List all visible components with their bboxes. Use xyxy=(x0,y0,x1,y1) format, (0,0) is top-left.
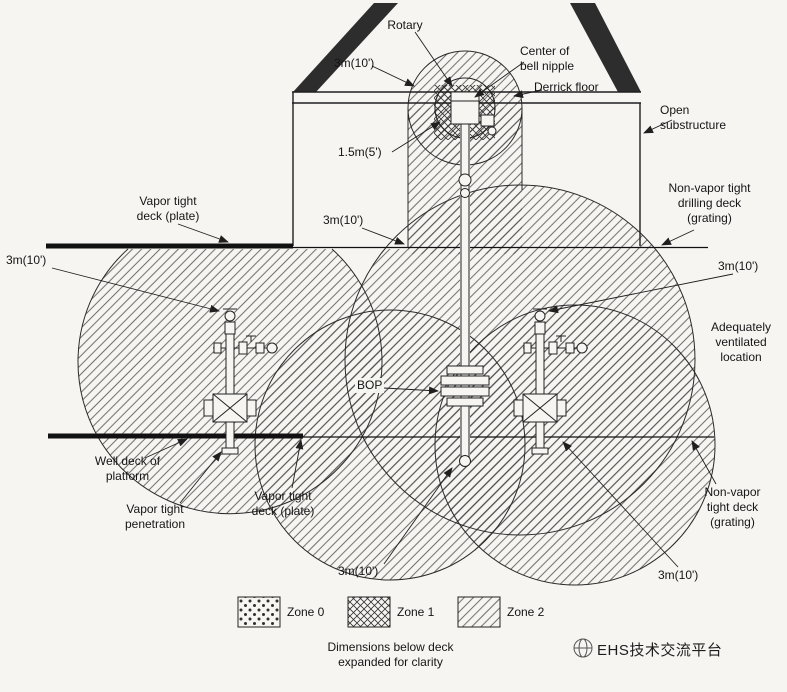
watermark-text: EHS技术交流平台 xyxy=(597,642,723,659)
leader-3m-mid xyxy=(361,227,405,245)
tool-joint xyxy=(460,188,470,198)
drill-string xyxy=(440,124,490,467)
label-open-substructure: Open substructure xyxy=(660,103,727,132)
zone1-swatch xyxy=(347,596,391,628)
zone0-swatch xyxy=(237,596,281,628)
dimension-1-5m: 1.5m(5') xyxy=(338,145,382,159)
label-vapor-tight-penetration: Vapor tight penetration xyxy=(124,502,186,531)
leader-3m-bottom-center xyxy=(383,467,453,565)
leader-3m-right xyxy=(548,273,734,314)
legend-swatches xyxy=(237,596,501,628)
dimension-3m-right: 3m(10') xyxy=(718,259,759,273)
zone2-outline xyxy=(77,50,716,586)
leader-open-substructure xyxy=(643,119,673,134)
label-vapor-tight-deck-lower: Vapor tight deck (plate) xyxy=(251,489,315,518)
leader-derrick-floor xyxy=(513,89,543,99)
leader-lines xyxy=(51,31,734,568)
leader-drilling-deck xyxy=(661,229,695,246)
leader-3m-bottom-right xyxy=(562,441,679,568)
leader-rotary xyxy=(414,31,453,87)
legend-label-zone1: Zone 1 xyxy=(397,605,435,619)
leader-1-5m xyxy=(391,121,441,153)
leader-bop xyxy=(383,386,439,395)
label-non-vapor-tight-drilling-deck: Non-vapor tight drilling deck (grating) xyxy=(668,181,751,225)
dimension-3m-bottom-center: 3m(10') xyxy=(338,564,379,578)
derrick-leg-left xyxy=(293,3,398,92)
globe-icon xyxy=(573,638,593,658)
label-non-vapor-tight-deck-lower: Non-vapor tight deck (grating) xyxy=(704,485,761,529)
bop-stack xyxy=(440,365,490,407)
leader-nonvapor-deck-lower xyxy=(691,440,717,485)
derrick-leg-right xyxy=(570,3,641,92)
label-adequately-ventilated-location: Adequately ventilated location xyxy=(710,320,772,364)
label-bop: BOP xyxy=(355,378,385,393)
zone2-swatch xyxy=(457,596,501,628)
legend-label-zone2: Zone 2 xyxy=(507,605,545,619)
leader-bell-nipple xyxy=(474,61,525,98)
leader-vapor-deck-lower xyxy=(291,439,304,489)
string-bottom xyxy=(459,455,471,467)
substructure-clear-area xyxy=(294,104,408,249)
label-derrick-floor: Derrick floor xyxy=(534,80,599,94)
leader-3m-top xyxy=(371,65,415,87)
tool-joint xyxy=(458,173,472,187)
dimension-3m-top: 3m(10') xyxy=(334,56,375,70)
leader-3m-left xyxy=(51,267,220,313)
legend-label-zone0: Zone 0 xyxy=(287,605,325,619)
label-rotary: Rotary xyxy=(387,18,423,32)
label-center-of-bell-nipple: Center of bell nipple xyxy=(520,44,575,73)
label-vapor-tight-deck-upper: Vapor tight deck (plate) xyxy=(136,194,200,223)
diagram-note: Dimensions below deck expanded for clari… xyxy=(327,640,454,669)
deck-lines xyxy=(46,243,714,439)
dimension-3m-mid: 3m(10') xyxy=(323,213,364,227)
leader-vapor-deck-upper xyxy=(177,223,229,243)
leader-well-deck xyxy=(144,438,188,459)
leader-penetration xyxy=(179,451,222,504)
dimension-3m-left: 3m(10') xyxy=(6,253,47,267)
label-well-deck-of-platform: Well deck of platform xyxy=(94,454,161,483)
dimension-3m-bottom-right: 3m(10') xyxy=(658,568,699,582)
